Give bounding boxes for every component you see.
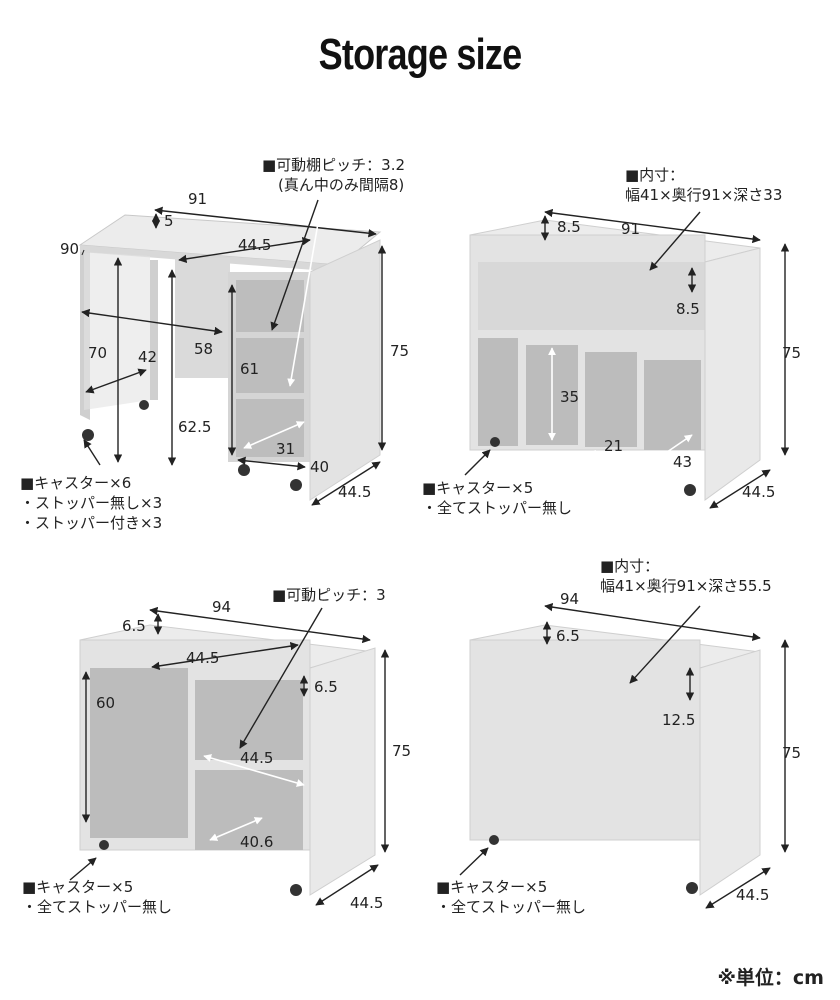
desk-height-label: 75	[390, 342, 410, 360]
desk-cabinet-width-label: 40	[310, 458, 330, 476]
desk-width-label: 91	[188, 190, 208, 208]
cube-cell-width-label: 40.6	[240, 833, 274, 851]
box-caster-note-line2: ・全てストッパー無し	[436, 898, 587, 916]
rack-top-inset-label: 8.5	[557, 218, 581, 236]
box-depth-label: 44.5	[736, 886, 770, 904]
desk-shelf-note: ■可動棚ピッチ：3.2 (真ん中のみ間隔8)	[262, 155, 405, 195]
rack-height-label: 75	[782, 344, 802, 362]
unit-note: ※単位：cm	[717, 967, 824, 989]
desk-depth-label: 90	[60, 240, 80, 258]
box-inner-note-line1: ■内寸：	[600, 557, 660, 575]
cube-width-label: 94	[212, 598, 232, 616]
rack-illustration	[464, 208, 790, 509]
rack-slot-width-label: 21	[604, 437, 624, 455]
desk-top-depth-label: 44.5	[238, 236, 272, 254]
box-caster-note-line1: ■キャスター×5	[436, 878, 548, 896]
desk-caster-note-line1: ■キャスター×6	[20, 474, 132, 492]
desk-shelf-note-line2: (真ん中のみ間隔8)	[278, 176, 405, 194]
rack-inner-note-line2: 幅41×奥行91×深さ33	[625, 186, 783, 204]
rack-caster-note-line1: ■キャスター×5	[422, 479, 534, 497]
cube-inner-step-label: 6.5	[314, 678, 338, 696]
box-top-inset-label: 6.5	[556, 627, 580, 645]
cube-height-label: 75	[392, 742, 412, 760]
box-caster-note: ■キャスター×5 ・全てストッパー無し	[436, 877, 586, 917]
desk-knee-width-label: 58	[194, 340, 214, 358]
desk-top-thickness-label: 5	[164, 212, 174, 230]
cube-depth-label: 44.5	[350, 894, 384, 912]
desk-illustration	[78, 199, 387, 506]
page-title: Storage size	[318, 30, 523, 79]
rack-slot-depth-label: 43	[673, 453, 693, 471]
rack-inner-note-line1: ■内寸：	[625, 166, 685, 184]
desk-side-depth-label: 44.5	[338, 483, 372, 501]
box-illustration	[459, 602, 790, 909]
cube-caster-note-line2: ・全てストッパー無し	[22, 898, 173, 916]
cube-pitch-note-line1: ■可動ピッチ：3	[272, 586, 386, 604]
cube-top-depth-label: 44.5	[186, 649, 220, 667]
desk-under-height-label: 62.5	[178, 418, 212, 436]
desk-caster-note-line3: ・ストッパー付き×3	[20, 514, 163, 532]
desk-leg-depth-label: 42	[138, 348, 158, 366]
rack-slot-height-label: 35	[560, 388, 580, 406]
rack-inner-step-label: 8.5	[676, 300, 700, 318]
box-width-label: 94	[560, 590, 580, 608]
cube-caster-note: ■キャスター×5 ・全てストッパー無し	[22, 877, 172, 917]
rack-depth-label: 44.5	[742, 483, 776, 501]
cube-caster-note-line1: ■キャスター×5	[22, 878, 134, 896]
cube-pitch-note: ■可動ピッチ：3	[272, 585, 386, 605]
box-inner-step-label: 12.5	[662, 711, 696, 729]
rack-caster-note-line2: ・全てストッパー無し	[422, 499, 573, 517]
box-height-label: 75	[782, 744, 802, 762]
cube-cell-height-label: 60	[96, 694, 116, 712]
cube-illustration	[69, 606, 390, 906]
box-inner-note-line2: 幅41×奥行91×深さ55.5	[600, 577, 772, 595]
desk-shelf-note-line1: ■可動棚ピッチ：3.2	[262, 156, 406, 174]
desk-cabinet-depth-label: 31	[276, 440, 296, 458]
desk-shelf-height-label: 61	[240, 360, 260, 378]
desk-caster-note: ■キャスター×6 ・ストッパー無し×3 ・ストッパー付き×3	[20, 473, 162, 533]
rack-caster-note: ■キャスター×5 ・全てストッパー無し	[422, 478, 572, 518]
desk-knee-height-label: 70	[88, 344, 108, 362]
desk-caster-note-line2: ・ストッパー無し×3	[20, 494, 163, 512]
cube-cell-depth-label: 44.5	[240, 749, 274, 767]
rack-width-label: 91	[621, 220, 641, 238]
cube-top-inset-label: 6.5	[122, 617, 146, 635]
rack-inner-note: ■内寸： 幅41×奥行91×深さ33	[625, 165, 782, 205]
box-inner-note: ■内寸： 幅41×奥行91×深さ55.5	[600, 556, 772, 596]
